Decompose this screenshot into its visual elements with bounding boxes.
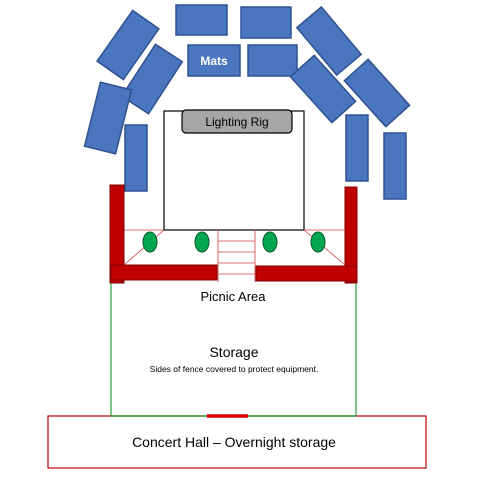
- mat: [120, 43, 184, 115]
- lighting-rig-label: Lighting Rig: [205, 115, 268, 129]
- right-barrier-bar: [255, 265, 358, 282]
- lighting-rig: [181, 109, 293, 134]
- mat: [247, 44, 298, 77]
- mats-label: Mats: [200, 54, 228, 68]
- light: [142, 231, 158, 253]
- concert-hall-label: Concert Hall – Overnight storage: [132, 434, 336, 450]
- mat: [295, 5, 363, 77]
- mat: [83, 81, 133, 155]
- storage-fence: [110, 283, 357, 416]
- storage-note: Sides of fence covered to protect equipm…: [150, 364, 319, 374]
- left-barrier-post: [109, 184, 125, 284]
- mat: [383, 132, 407, 200]
- lights: [142, 231, 326, 253]
- picnic-area-label: Picnic Area: [200, 289, 266, 304]
- concert-hall: [47, 415, 427, 469]
- barriers: [109, 184, 358, 284]
- light: [310, 231, 326, 253]
- right-barrier-post: [344, 186, 358, 284]
- mat: [343, 58, 411, 128]
- mat: [175, 4, 228, 36]
- mat: [289, 54, 357, 124]
- mats-group: [83, 4, 411, 200]
- light: [194, 231, 210, 253]
- storage-label: Storage: [209, 344, 258, 360]
- light: [262, 231, 278, 253]
- mat: [96, 9, 160, 81]
- mats-label-box: [187, 44, 241, 77]
- mat: [124, 124, 148, 192]
- left-barrier-bar: [110, 264, 218, 281]
- mat: [345, 114, 369, 182]
- mat: [240, 6, 292, 39]
